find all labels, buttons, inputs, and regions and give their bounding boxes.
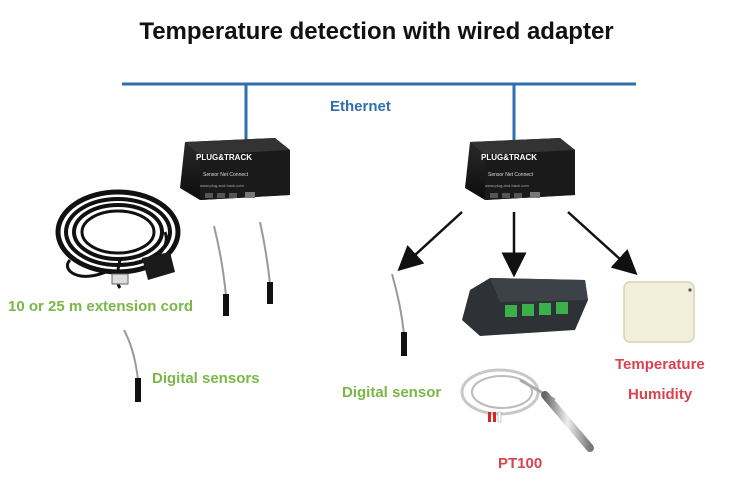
device-name-right: Sensor Net Connect [488,172,534,178]
temperature-label: Temperature [615,356,705,373]
digital-sensor-probe-2 [259,221,273,304]
extension-cord-label: 10 or 25 m extension cord [8,298,194,315]
device-brand-right: PLUG&TRACK [481,153,537,162]
device-name-left: Sensor Net Connect [203,172,249,178]
device-url-right: www.plug-and-track.com [485,183,529,188]
adapter-box-right: PLUG&TRACK Sensor Net Connect www.plug-a… [465,138,575,200]
pt100-probe [460,368,594,452]
adapter-box-left: PLUG&TRACK Sensor Net Connect www.plug-a… [180,138,290,200]
device-url-left: www.plug-and-track.com [200,183,244,188]
humidity-label: Humidity [628,386,693,403]
diagram-title: Temperature detection with wired adapter [139,18,614,45]
device-brand-left: PLUG&TRACK [196,153,252,162]
pt100-label: PT100 [498,455,543,472]
temperature-humidity-sensor [623,281,695,343]
ethernet-label: Ethernet [330,98,391,115]
ethernet-bus [122,82,636,140]
extension-cord-plug [111,273,129,285]
digital-sensor-probe-3 [123,329,141,402]
digital-sensor-label: Digital sensor [342,384,442,401]
extension-cord-coil [55,189,181,289]
connection-arrows [397,211,638,278]
digital-sensor-probe-1 [213,225,229,316]
extension-cord-junction [142,252,175,280]
digital-sensor-probe-single [391,273,407,356]
digital-sensors-label: Digital sensors [152,370,260,387]
pt100-adapter-module [462,278,588,336]
